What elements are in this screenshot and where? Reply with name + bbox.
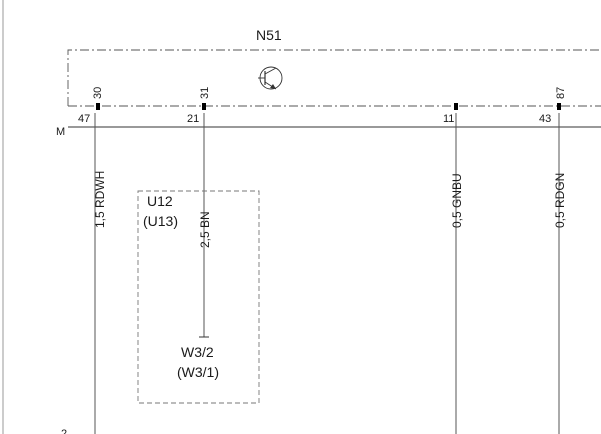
terminal-marker <box>557 103 561 110</box>
terminal-11: 11 0,5 GNBU <box>443 103 464 434</box>
module-label: N51 <box>256 27 282 43</box>
transistor-icon <box>258 66 283 90</box>
pin-bottom-label: 11 <box>443 113 454 125</box>
subassembly-label: U12 <box>147 193 173 209</box>
pin-bottom-label: 43 <box>539 113 551 125</box>
connector-label: W3/2 <box>181 344 214 360</box>
terminal-87: 87 43 0,5 RDGN <box>539 87 567 434</box>
ground-label: M <box>56 126 65 138</box>
wire-label: 1,5 RDWH <box>93 171 107 228</box>
pin-top-label: 31 <box>199 87 211 99</box>
pin-top-label: 87 <box>555 87 567 99</box>
wire-label: 0,5 RDGN <box>553 173 567 228</box>
page-reference: 2 <box>61 428 67 434</box>
pin-bottom-label: 21 <box>187 113 199 125</box>
terminal-31: 31 21 2,5 BN <box>187 87 212 337</box>
terminal-marker <box>96 103 100 110</box>
pin-top-label: 30 <box>92 87 104 99</box>
terminal-30: 30 47 1,5 RDWH <box>78 87 107 434</box>
terminal-marker <box>454 103 458 110</box>
wire-label: 2,5 BN <box>198 211 212 248</box>
subassembly-boundary <box>137 190 260 404</box>
wire-label: 0,5 GNBU <box>450 173 464 228</box>
n51-module-boundary <box>67 49 601 107</box>
terminal-marker <box>202 103 206 110</box>
pin-bottom-label: 47 <box>78 113 90 125</box>
connector-alt-label: (W3/1) <box>177 364 219 380</box>
subassembly-alt-label: (U13) <box>143 213 178 229</box>
